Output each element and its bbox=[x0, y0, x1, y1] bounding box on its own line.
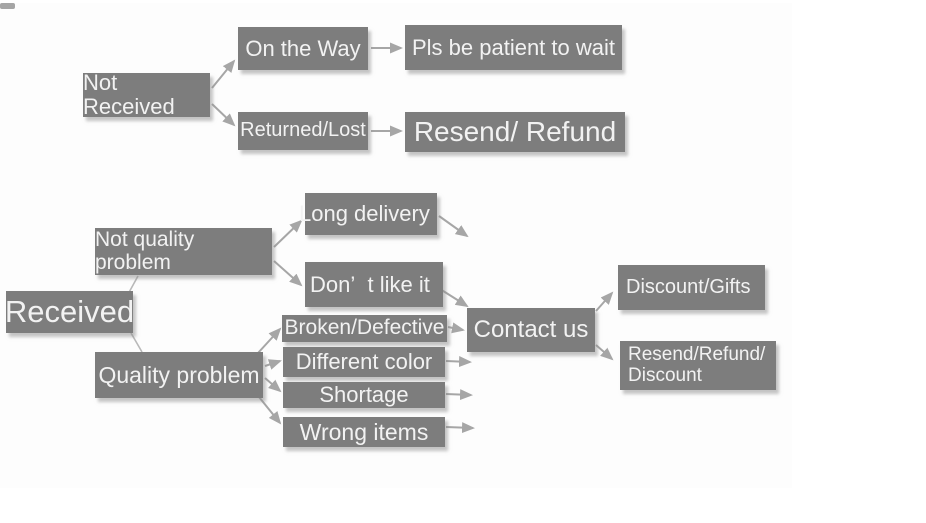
edge-shortage-out bbox=[445, 389, 473, 401]
long-delivery-box: Long delivery bbox=[299, 193, 437, 235]
on-the-way-box: On the Way bbox=[238, 27, 368, 70]
received-box: Received bbox=[5, 291, 134, 333]
edge-quality-different bbox=[264, 359, 282, 370]
edge-wrong-out bbox=[445, 422, 475, 434]
edge-notreceived-ontheway bbox=[211, 59, 236, 89]
edge-notreceived-returnedlost bbox=[211, 103, 236, 127]
broken-defective-box: Broken/Defective bbox=[282, 315, 447, 342]
edge-broken-contact bbox=[447, 322, 465, 334]
edge-dontlike-contact bbox=[439, 288, 469, 308]
contact-us-box: Contact us bbox=[467, 308, 595, 352]
edge-quality-shortage bbox=[264, 377, 282, 393]
edge-contact-discountgifts bbox=[595, 291, 614, 312]
edge-different-out bbox=[445, 356, 472, 368]
quality-problem-box: Quality problem bbox=[95, 352, 263, 398]
pls-be-patient-box: Pls be patient to wait bbox=[405, 25, 622, 70]
shortage-box: Shortage bbox=[283, 382, 445, 408]
edge-longdelivery-out bbox=[438, 215, 469, 238]
different-color-box: Different color bbox=[283, 347, 445, 377]
returned-lost-box: Returned/Lost bbox=[238, 112, 368, 150]
edge-quality-wrong bbox=[258, 396, 282, 425]
resend-refund-box: Resend/ Refund bbox=[405, 112, 625, 152]
wrong-items-box: Wrong items bbox=[283, 417, 445, 447]
edge-notquality-dontlike bbox=[273, 260, 303, 287]
discount-gifts-box: Discount/Gifts bbox=[618, 265, 765, 310]
edge-contact-resendrefunddiscount bbox=[595, 344, 614, 361]
edge-quality-broken bbox=[257, 327, 282, 354]
edge-notquality-longdelivery bbox=[273, 219, 303, 248]
not-received-box: Not Received bbox=[83, 71, 210, 118]
not-quality-problem-box: Not quality problem bbox=[95, 228, 272, 275]
edge-received-quality bbox=[130, 332, 143, 353]
top-left-artifact bbox=[0, 3, 15, 9]
dont-like-it-box: Don’ t like it bbox=[305, 262, 443, 307]
resend-refund-discount-box: Resend/Refund/ Discount bbox=[620, 341, 776, 390]
